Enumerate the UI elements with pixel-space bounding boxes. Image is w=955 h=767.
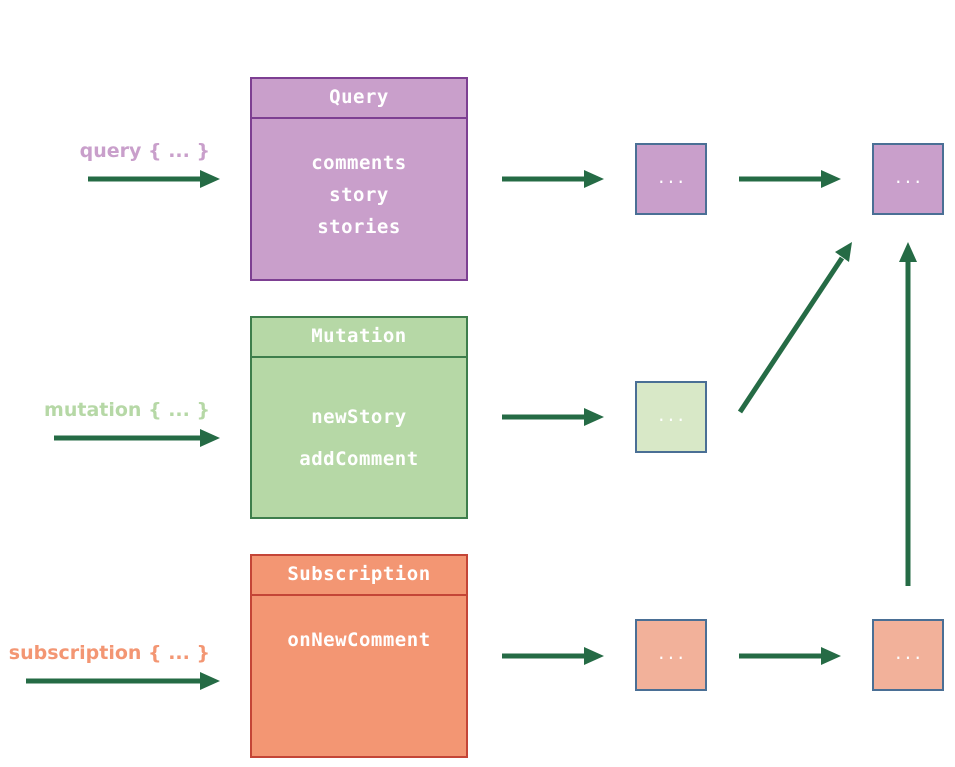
query-field-comments: comments — [311, 152, 407, 174]
mutation-type-box: Mutation newStory addComment — [250, 316, 468, 519]
mutation-field-addcomment: addComment — [299, 448, 419, 470]
query-field-stories: stories — [317, 216, 401, 238]
subscription-type-header: Subscription — [252, 556, 466, 596]
subscription-resolver-node: ... — [635, 619, 707, 691]
query-operation-label: query { ... } — [79, 140, 210, 162]
query-result-node: ... — [872, 143, 944, 215]
subscription-field-onnewcomment: onNewComment — [287, 629, 431, 651]
mutation-type-header: Mutation — [252, 318, 466, 358]
subscription-operation-label: subscription { ... } — [8, 642, 210, 664]
subscription-result-node: ... — [872, 619, 944, 691]
mutation-operation-label: mutation { ... } — [44, 399, 210, 421]
subscription-type-box: Subscription onNewComment — [250, 554, 468, 758]
mutation-resolver-node: ... — [635, 381, 707, 453]
query-type-box: Query comments story stories — [250, 77, 468, 281]
query-type-header: Query — [252, 79, 466, 119]
mutation-to-query-end-arrow — [737, 256, 845, 414]
mutation-type-fields: newStory addComment — [252, 358, 466, 480]
subscription-type-fields: onNewComment — [252, 596, 466, 656]
query-type-fields: comments story stories — [252, 119, 466, 243]
mutation-field-newstory: newStory — [311, 406, 407, 428]
query-field-story: story — [329, 184, 389, 206]
query-resolver-node: ... — [635, 143, 707, 215]
